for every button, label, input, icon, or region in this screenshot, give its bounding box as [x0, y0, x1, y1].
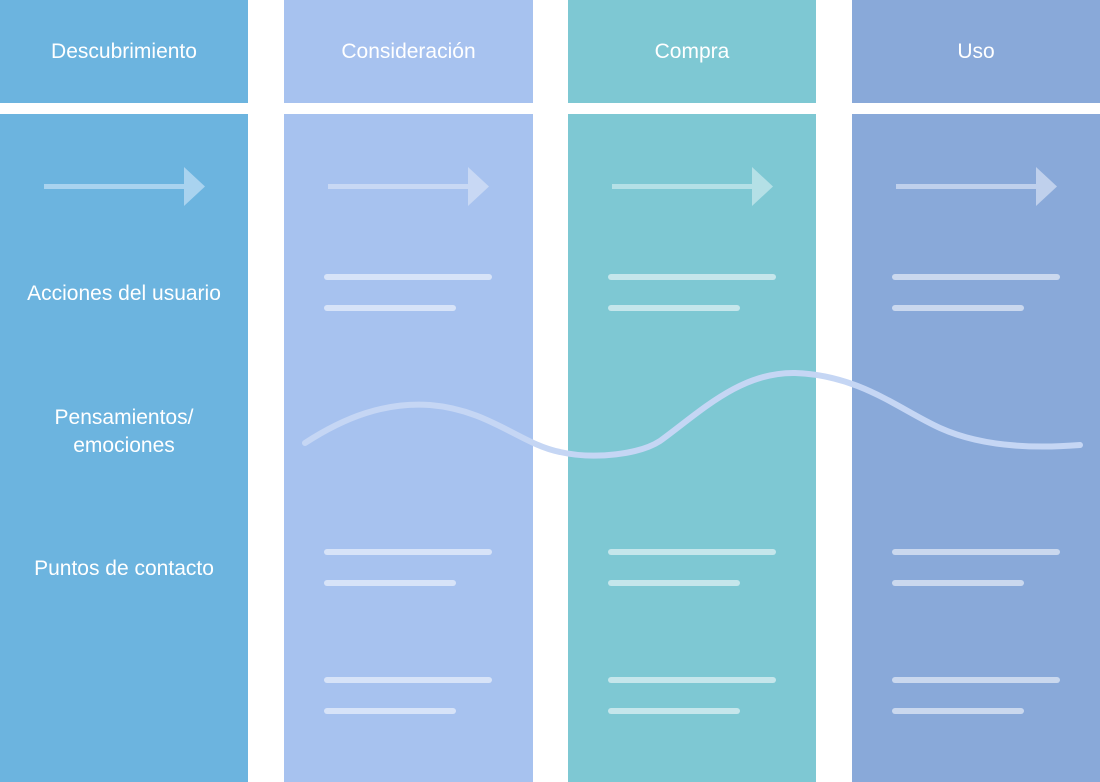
touchpoint-line: [892, 580, 1024, 586]
extra-line: [324, 708, 456, 714]
row-label-thoughts: Pensamientos/ emociones: [0, 404, 248, 460]
touchpoint-line: [324, 549, 492, 555]
action-line: [892, 305, 1024, 311]
stage-header-discovery: Descubrimiento: [0, 0, 248, 103]
stage-header-label: Descubrimiento: [51, 39, 197, 63]
action-line: [608, 305, 740, 311]
row-label-actions: Acciones del usuario: [27, 282, 221, 305]
row-label-thoughts-line1: Pensamientos/: [54, 406, 194, 429]
stage-header-label: Compra: [654, 39, 730, 63]
touchpoint-line: [608, 580, 740, 586]
extra-line: [892, 708, 1024, 714]
touchpoint-line: [324, 580, 456, 586]
column-discovery: [0, 114, 248, 782]
extra-line: [608, 708, 740, 714]
extra-line: [892, 677, 1060, 683]
action-line: [892, 274, 1060, 280]
stage-header-label: Uso: [957, 39, 995, 63]
extra-line: [324, 677, 492, 683]
extra-line: [608, 677, 776, 683]
action-line: [324, 274, 492, 280]
touchpoint-line: [892, 549, 1060, 555]
stage-header-purchase: Compra: [568, 0, 816, 103]
action-line: [608, 274, 776, 280]
touchpoint-line: [608, 549, 776, 555]
stage-header-label: Consideración: [341, 39, 476, 63]
stage-header-consideration: Consideración: [284, 0, 533, 103]
action-line: [324, 305, 456, 311]
row-label-thoughts-line2: emociones: [73, 434, 175, 457]
stage-header-use: Uso: [852, 0, 1100, 103]
row-label-touchpoints: Puntos de contacto: [34, 557, 214, 580]
